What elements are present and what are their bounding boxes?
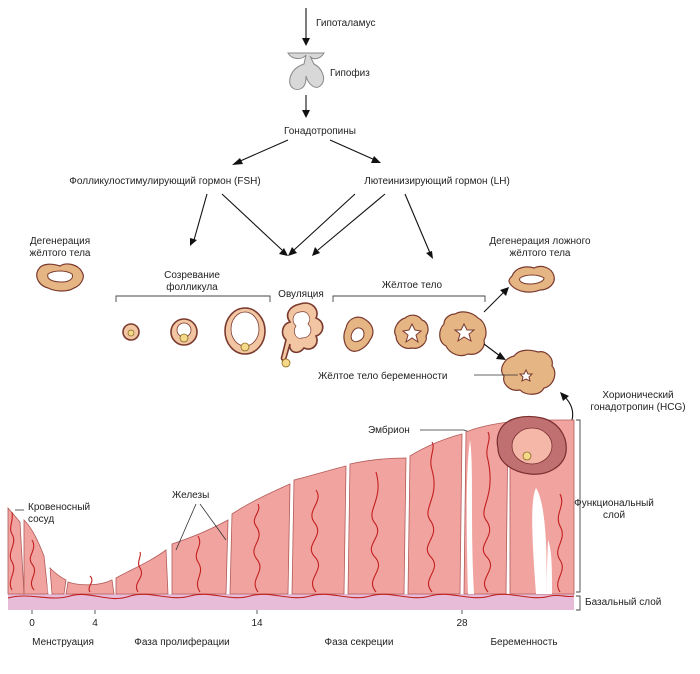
arrow-to-lh — [329, 139, 376, 161]
degen-cl-label-2: жёлтого тела — [30, 248, 91, 259]
fsh-label: Фолликулостимулирующий гормон (FSH) — [69, 176, 260, 187]
basal-layer — [8, 594, 574, 610]
embryo-label: Эмбрион — [368, 424, 410, 436]
phase-menstruation: Менструация — [32, 637, 94, 648]
tick-0: 0 — [29, 618, 35, 629]
follicle-maturation-label-1: Созревание — [164, 270, 220, 281]
degenerating-false-corpus-luteum-icon — [508, 265, 555, 293]
basal-layer-bracket — [576, 595, 581, 611]
glands-label: Железы — [172, 490, 209, 501]
tick-14: 14 — [251, 618, 263, 629]
corpus-luteum-stage1-icon — [343, 316, 374, 352]
corpus-luteum-stage2-icon — [394, 314, 429, 349]
glands-leader-1 — [175, 503, 197, 551]
ovulation-label: Овуляция — [278, 289, 324, 300]
corpus-luteum-stage3-icon — [439, 311, 487, 357]
phase-secretion: Фаза секреции — [325, 637, 394, 648]
pituitary-gland-icon — [287, 52, 325, 91]
degen-false-cl-label-2: жёлтого тела — [510, 248, 571, 259]
functional-layer-bracket — [576, 419, 581, 593]
endometrium — [7, 419, 575, 610]
tick-28: 28 — [456, 618, 468, 629]
follicle-maturation-bracket — [115, 295, 271, 302]
hypothalamus-label: Гипоталамус — [316, 18, 376, 29]
gonadotropins-label: Гонадотропины — [284, 126, 356, 137]
arrow-to-cl-pregnancy — [483, 343, 501, 357]
hcg-label-1: Хорионический — [602, 390, 673, 401]
degenerating-corpus-luteum-icon — [36, 263, 84, 292]
corpus-luteum-label: Жёлтое тело — [382, 280, 443, 291]
functional-layer-label-1: Функциональный — [574, 498, 654, 509]
arrow-to-fsh — [237, 139, 289, 163]
secondary-follicle-icon — [170, 318, 198, 346]
ruptured-follicle-icon — [280, 302, 324, 368]
degen-cl-label-1: Дегенерация — [30, 236, 90, 247]
tick-4: 4 — [92, 618, 98, 629]
arrow-hcg — [563, 395, 574, 421]
blood-vessels — [7, 431, 575, 600]
corpus-luteum-pregnancy-icon — [501, 349, 556, 395]
primary-follicle-icon — [122, 323, 140, 341]
hcg-label-2: гонадотропин (HCG) — [590, 402, 685, 413]
blood-vessel-label-1: Кровеносный — [28, 502, 90, 513]
arrow-fsh-to-ovulation — [221, 193, 283, 251]
lh-label: Лютеинизирующий гормон (LH) — [364, 176, 510, 187]
arrow-to-false-degen — [483, 291, 505, 313]
arrow-lh-to-ovulation-2 — [317, 193, 386, 251]
cl-pregnancy-label: Жёлтое тело беременности — [318, 370, 448, 382]
functional-layer-label-2: слой — [603, 510, 625, 521]
embryo-icon — [496, 415, 567, 475]
pituitary-label: Гипофиз — [330, 67, 370, 79]
arrow-fsh-to-follicle — [193, 193, 208, 241]
mature-follicle-icon — [224, 307, 266, 355]
phase-proliferation: Фаза пролиферации — [134, 636, 230, 648]
corpus-luteum-bracket — [332, 295, 486, 302]
phase-pregnancy: Беременность — [490, 637, 557, 648]
glands-leader-2 — [199, 503, 227, 541]
blood-vessel-label-2: сосуд — [28, 514, 54, 525]
basal-layer-label: Базальный слой — [585, 597, 661, 608]
follicle-maturation-label-2: фолликула — [166, 281, 218, 293]
degen-false-cl-label-1: Дегенерация ложного — [489, 236, 591, 247]
arrow-lh-to-ovulation-1 — [293, 193, 356, 251]
arrow-lh-to-corpus-luteum — [404, 193, 431, 254]
